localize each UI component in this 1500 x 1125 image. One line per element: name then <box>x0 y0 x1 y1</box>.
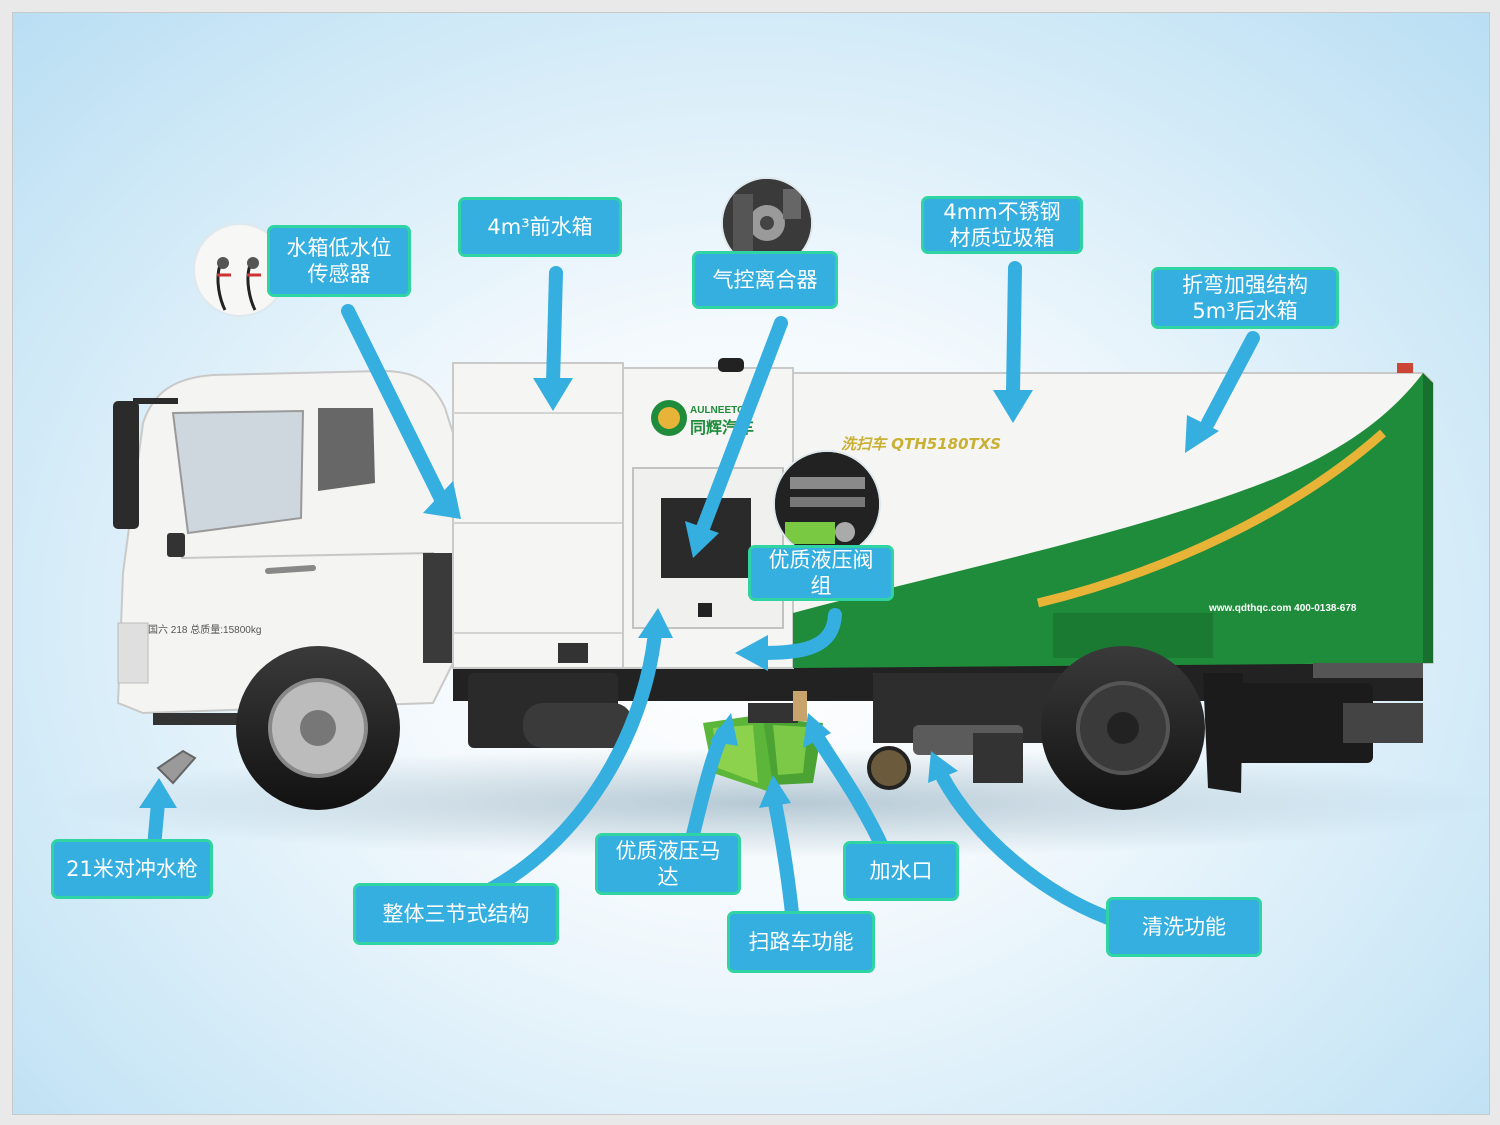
sweeping-brushes <box>703 691 823 793</box>
chassis <box>453 661 1423 790</box>
arrow-washing-function <box>936 771 1130 930</box>
arrow-heads <box>139 378 1219 808</box>
truck-cab: 国六 218 总质量:15800kg <box>113 369 454 725</box>
head-valve-group <box>735 635 768 671</box>
head-hydraulic-motor <box>710 713 738 746</box>
brand-logo-text: AULNEETO <box>690 405 745 416</box>
head-water-level-sensor <box>423 481 461 519</box>
head-sweeper-function <box>759 775 791 808</box>
head-front-tank <box>533 378 573 411</box>
arrow-front-tank <box>546 266 563 390</box>
head-three-section <box>638 608 673 638</box>
label-hydraulic-motor: 优质液压马达 <box>595 833 741 895</box>
model-text: 洗扫车 QTH5180TXS <box>841 435 1001 453</box>
diagram-frame: 国六 218 总质量:15800kg AULNEETO 同辉汽车 洗扫车 QTH… <box>12 12 1490 1115</box>
arrow-clutch <box>696 316 788 535</box>
label-garbage-box: 4mm不锈钢 材质垃圾箱 <box>921 196 1083 254</box>
label-sweeper-function: 扫路车功能 <box>727 911 875 973</box>
label-front-tank: 4m³前水箱 <box>458 197 622 257</box>
arrow-water-level-sensor <box>341 304 450 510</box>
head-water-inlet <box>803 713 831 748</box>
label-water-level-sensor: 水箱低水位 传感器 <box>267 225 411 297</box>
head-clutch <box>685 521 719 558</box>
head-rear-tank <box>1185 415 1219 453</box>
front-water-tank-body <box>452 362 624 669</box>
label-washing-function: 清洗功能 <box>1106 897 1262 957</box>
label-water-inlet: 加水口 <box>843 841 959 901</box>
label-rear-tank: 折弯加强结构 5m³后水箱 <box>1151 267 1339 329</box>
arrow-sweeper-function <box>768 796 800 930</box>
label-valve-group: 优质液压阀组 <box>748 545 894 601</box>
arrow-three-section <box>466 626 662 905</box>
truck-scene: 国六 218 总质量:15800kg AULNEETO 同辉汽车 洗扫车 QTH… <box>53 261 1489 930</box>
arrow-valve-group <box>756 608 842 660</box>
rear-mudflap <box>1203 673 1243 793</box>
label-water-gun: 21米对冲水枪 <box>51 839 213 899</box>
water-gun-nozzle <box>156 749 197 785</box>
head-washing-function <box>928 751 958 783</box>
label-three-section: 整体三节式结构 <box>353 883 559 945</box>
sensor-icon <box>216 257 261 311</box>
front-wheel <box>236 646 400 810</box>
arrow-garbage-box <box>1006 261 1022 400</box>
rear-wheel <box>1041 646 1205 810</box>
valve-icon <box>775 452 879 556</box>
label-clutch: 气控离合器 <box>692 251 838 309</box>
head-garbage-box <box>993 390 1033 423</box>
arrow-rear-tank <box>1201 331 1260 430</box>
cab-text: 国六 218 总质量:15800kg <box>148 623 261 636</box>
garbage-box-body: 洗扫车 QTH5180TXS www.qdthqc.com 400-0138-6… <box>792 363 1434 678</box>
head-water-gun <box>139 778 177 808</box>
valve-detail-inset <box>773 450 881 558</box>
callout-arrows <box>146 261 1260 930</box>
arrow-water-inlet <box>811 731 892 860</box>
website-text: www.qdthqc.com 400-0138-678 <box>1208 603 1357 614</box>
